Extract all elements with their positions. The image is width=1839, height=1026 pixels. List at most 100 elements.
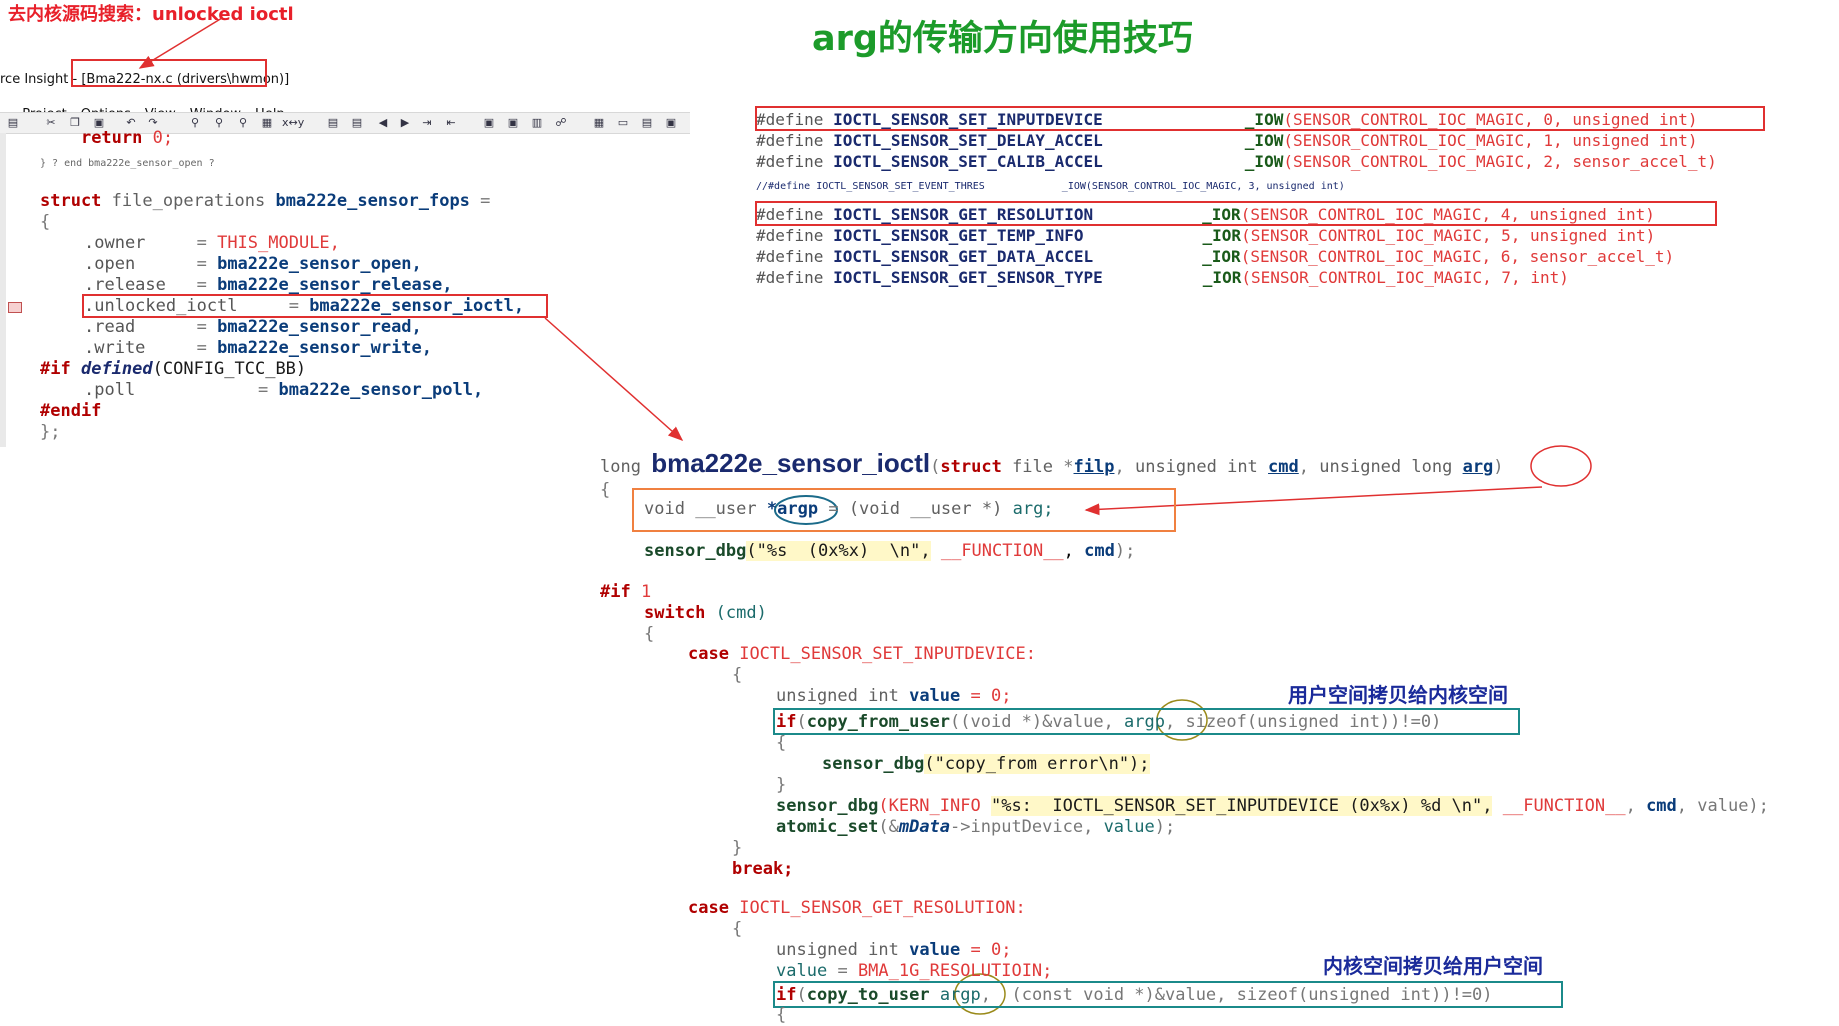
kw-struct: struct (40, 191, 102, 211)
lookup-icon[interactable]: ▣ (507, 116, 519, 129)
define-keyword: #define (756, 226, 824, 245)
define-keyword: #define (756, 131, 824, 150)
replace-icon[interactable]: ▦ (261, 116, 273, 129)
switch-brace-open: { (644, 624, 655, 644)
args: (& (878, 817, 899, 837)
field-value: bma222e_sensor_open, (217, 254, 422, 274)
print-icon[interactable]: ▤ (7, 116, 19, 129)
comma: , (1625, 796, 1636, 816)
kw-if: #if (600, 582, 631, 602)
define-keyword: #define (756, 247, 824, 266)
find-icon[interactable]: ⚲ (190, 116, 200, 129)
define-macro: _IOR (1202, 268, 1242, 287)
define-keyword: //#define (756, 181, 811, 192)
field-name: .poll (84, 380, 136, 400)
copy-icon[interactable]: ❐ (70, 116, 80, 129)
layout4-icon[interactable]: ▣ (665, 116, 677, 129)
end-comment: } ? end bma222e_sensor_open ? (40, 158, 215, 169)
cut-icon[interactable]: ✂ (46, 116, 56, 129)
fn-atomic-set: atomic_set (776, 817, 879, 837)
define-name: IOCTL_SENSOR_GET_DATA_ACCEL (823, 247, 1094, 266)
bookmark-set-icon[interactable]: ▤ (327, 116, 339, 129)
fn-sensor-dbg: sensor_dbg (644, 541, 747, 561)
arrow-note-to-title (138, 17, 223, 69)
define-name: IOCTL_SENSOR_SET_EVENT_THRES (810, 181, 985, 192)
field-owner: .owner = THIS_MODULE, (84, 233, 340, 254)
field-read: .read = bma222e_sensor_read, (84, 317, 422, 338)
define-set-inputdevice-box (755, 106, 1765, 131)
paren: ); (1154, 817, 1176, 837)
bookmark-marker-icon[interactable] (8, 302, 22, 313)
arrow-arg-to-argp (1084, 486, 1543, 516)
title-highlight-box (71, 59, 267, 87)
undo-icon[interactable]: ↶ (126, 116, 136, 129)
copy-args-tail: , sizeof(unsigned int))!=0) (1165, 712, 1442, 732)
define-name: IOCTL_SENSOR_SET_INPUTDEVICE (823, 110, 1103, 129)
paren: ); (1114, 541, 1136, 561)
field-name: .read (84, 317, 136, 337)
case-label: IOCTL_SENSOR_SET_INPUTDEVICE: (739, 644, 1037, 664)
back-icon[interactable]: ◀ (378, 116, 388, 129)
redo-icon[interactable]: ↷ (148, 116, 158, 129)
c2-inner-open: { (776, 1005, 787, 1025)
cast: (void __user *) (848, 499, 1003, 519)
paste-icon[interactable]: ▣ (93, 116, 105, 129)
struct-open-brace: { (40, 212, 51, 232)
define-keyword: #define (756, 152, 824, 171)
define-args: (SENSOR_CONTROL_IOC_MAGIC, 5, unsigned i… (1241, 226, 1656, 245)
if-1-line: #if 1 (600, 582, 651, 603)
kw-case: case (688, 644, 729, 664)
field-name: .write (84, 338, 146, 358)
define-macro: _IOR (1202, 226, 1242, 245)
define-keyword: #define (756, 110, 824, 129)
kern-info: (KERN_INFO (878, 796, 981, 816)
field-name: .release (84, 275, 166, 295)
swap-icon[interactable]: x↔y (282, 116, 305, 129)
kw-switch: switch (644, 603, 706, 623)
define-line: #define IOCTL_SENSOR_GET_RESOLUTION_IOR(… (756, 204, 1655, 225)
browse-icon[interactable]: ▣ (483, 116, 495, 129)
var-argp: *argp (766, 499, 819, 519)
find-next-icon[interactable]: ⚲ (238, 116, 248, 129)
define-args: (SENSOR_CONTROL_IOC_MAGIC, 0, unsigned i… (1283, 110, 1698, 129)
bookmark-clear-icon[interactable]: ▤ (351, 116, 363, 129)
case1-decl: unsigned int value = 0; (776, 686, 1011, 707)
define-line: #define IOCTL_SENSOR_SET_DELAY_ACCEL_IOW… (756, 130, 1698, 151)
symbol-window-icon[interactable]: ▥ (531, 116, 543, 129)
layout3-icon[interactable]: ▤ (641, 116, 653, 129)
paren: ( (930, 457, 941, 477)
define-keyword: #define (756, 205, 824, 224)
define-keyword: #define (756, 268, 824, 287)
comma: , (1298, 457, 1310, 477)
define-line: #define IOCTL_SENSOR_GET_DATA_ACCEL_IOR(… (756, 246, 1674, 267)
field-eq: = (135, 380, 279, 400)
param-type: file (1012, 457, 1054, 477)
var-cmd: cmd (1084, 541, 1115, 561)
param-type: unsigned int (1134, 457, 1258, 477)
dbg-string: "%s: IOCTL_SENSOR_SET_INPUTDEVICE (0x%x)… (990, 796, 1493, 816)
init-value: = 0; (970, 686, 1012, 706)
field-unlocked-ioctl[interactable]: .unlocked_ioctl = bma222e_sensor_ioctl, (84, 296, 524, 317)
jump-icon[interactable]: ⇥ (422, 116, 432, 129)
relation-icon[interactable]: ☍ (555, 116, 567, 129)
case2-decl: unsigned int value = 0; (776, 940, 1011, 961)
comma: , (1114, 457, 1125, 477)
field-write: .write = bma222e_sensor_write, (84, 338, 432, 359)
window-title: rce Insight - [Bma222-nx.c (drivers\hwmo… (0, 72, 289, 87)
define-macro: _IOW (1061, 181, 1086, 192)
dbg-string: ("%s (0x%x) \n", (746, 541, 931, 561)
argp-decl: void __user *argp = (void __user *) arg; (644, 499, 1054, 520)
macro-function: __FUNCTION__ (940, 541, 1064, 561)
var-value: value (1103, 817, 1155, 837)
paren: ) (1493, 457, 1504, 477)
define-macro: _IOW (1244, 152, 1284, 171)
layout2-icon[interactable]: ▭ (617, 116, 629, 129)
define-args: (SENSOR_CONTROL_IOC_MAGIC, 3, unsigned i… (1085, 181, 1345, 192)
sync-icon[interactable]: ⇤ (446, 116, 456, 129)
forward-icon[interactable]: ▶ (400, 116, 410, 129)
find-prev-icon[interactable]: ⚲ (214, 116, 224, 129)
layout1-icon[interactable]: ▦ (593, 116, 605, 129)
sensor-dbg-line: sensor_dbg("%s (0x%x) \n", __FUNCTION__,… (644, 541, 1136, 561)
page-title: arg的传输方向使用技巧 (812, 19, 1193, 59)
